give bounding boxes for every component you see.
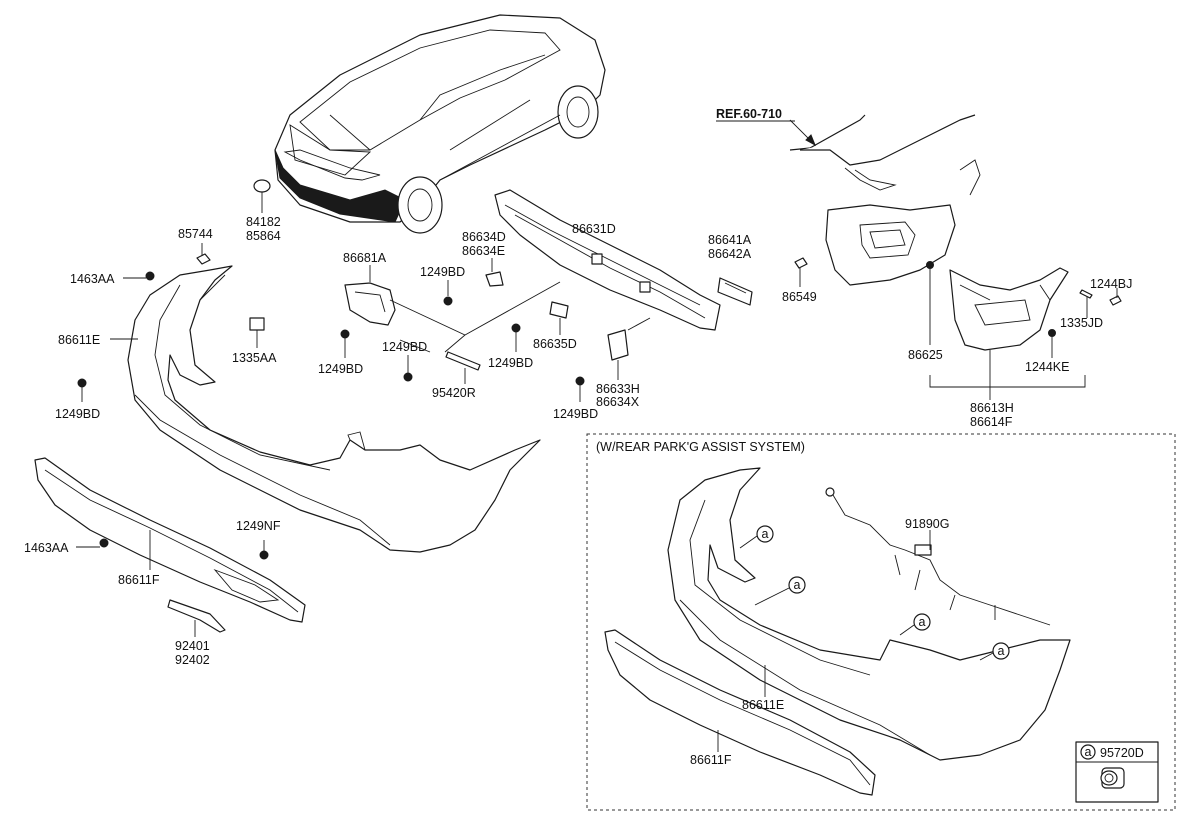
bumper-beam-86631D (494, 189, 721, 331)
sensor-marker-4: a (992, 642, 1010, 660)
label-92401: 92401 (175, 639, 210, 653)
sensor-marker-1: a (756, 525, 774, 543)
label-86634X: 86634X (596, 395, 640, 409)
svg-text:a: a (919, 615, 926, 629)
label-95420R: 95420R (432, 386, 476, 400)
label-1249BD-a: 1249BD (420, 265, 465, 279)
retainer-85744 (196, 243, 211, 265)
rear-bracket-86613H (949, 267, 1069, 351)
label-1249BD-b: 1249BD (318, 362, 363, 376)
label-86611F-inset: 86611F (690, 753, 732, 767)
label-86681A: 86681A (343, 251, 387, 265)
trunk-lid-reference: REF.60-710 (716, 107, 981, 196)
label-86614F: 86614F (970, 415, 1013, 429)
svg-text:a: a (794, 578, 801, 592)
bracket-95420R (445, 351, 481, 384)
label-1335JD: 1335JD (1060, 316, 1103, 330)
label-1249BD-e: 1249BD (553, 407, 598, 421)
clip-1463AA-low (76, 538, 109, 548)
fastener-1244BJ (1109, 288, 1122, 306)
clip-86549 (794, 257, 808, 287)
bracket-86681A (344, 265, 396, 326)
bracket-86634D (485, 258, 504, 287)
svg-text:a: a (998, 644, 1005, 658)
label-86631D: 86631D (572, 222, 616, 236)
legend-part-number: 95720D (1100, 746, 1144, 760)
seal-1335AA (249, 317, 265, 348)
fastener-1244KE (1048, 329, 1056, 358)
beam-bracket-86641A (717, 277, 753, 306)
lower-diffuser-86611F (34, 457, 306, 623)
label-86549: 86549 (782, 290, 817, 304)
label-86611E-inset: 86611E (742, 698, 784, 712)
label-1463AA-low: 1463AA (24, 541, 69, 555)
inset-title: (W/REAR PARK'G ASSIST SYSTEM) (596, 440, 805, 454)
part-labels: 84182 85864 85744 1463AA 86611E 1249BD 1… (24, 215, 1132, 767)
label-86634D: 86634D (462, 230, 506, 244)
label-86611E-main: 86611E (58, 333, 100, 347)
bracket-86635D (549, 301, 569, 335)
ref-label: REF.60-710 (716, 107, 782, 121)
reflector-92401 (167, 599, 226, 637)
sensor-marker-3: a (913, 613, 931, 631)
label-92402: 92402 (175, 653, 210, 667)
label-86634E: 86634E (462, 244, 505, 258)
clip-1463AA-top (145, 271, 155, 281)
label-1244BJ: 1244BJ (1090, 277, 1132, 291)
screw-1249NF (259, 540, 269, 560)
label-91890G: 91890G (905, 517, 949, 531)
label-86635D: 86635D (533, 337, 577, 351)
label-84182: 84182 (246, 215, 281, 229)
bracket-86633H (607, 329, 629, 380)
label-1249BD-d: 1249BD (488, 356, 533, 370)
label-85744: 85744 (178, 227, 213, 241)
sensor-marker-2: a (788, 576, 806, 594)
label-1335AA: 1335AA (232, 351, 277, 365)
label-85864: 85864 (246, 229, 281, 243)
fastener-86625 (926, 261, 934, 345)
legend-box: a 95720D (1075, 741, 1159, 803)
label-86613H: 86613H (970, 401, 1014, 415)
label-1244KE: 1244KE (1025, 360, 1069, 374)
label-1249BD-c: 1249BD (382, 340, 427, 354)
label-86633H: 86633H (596, 382, 640, 396)
label-1249BD-left: 1249BD (55, 407, 100, 421)
label-86611F-main: 86611F (118, 573, 160, 587)
label-1463AA-top: 1463AA (70, 272, 115, 286)
legend-symbol: a (1085, 745, 1092, 759)
svg-text:a: a (762, 527, 769, 541)
label-86625: 86625 (908, 348, 943, 362)
bolt-1249BD-group (77, 280, 585, 402)
vehicle-illustration (253, 14, 606, 234)
rear-bumper-cover-86611E (127, 265, 541, 553)
label-86641A: 86641A (708, 233, 752, 247)
parking-assist-inset: a a a a a 95720D (586, 433, 1176, 811)
label-1249NF: 1249NF (236, 519, 281, 533)
rear-panel (825, 204, 956, 286)
fastener-1335JD (1079, 289, 1093, 318)
label-86642A: 86642A (708, 247, 752, 261)
